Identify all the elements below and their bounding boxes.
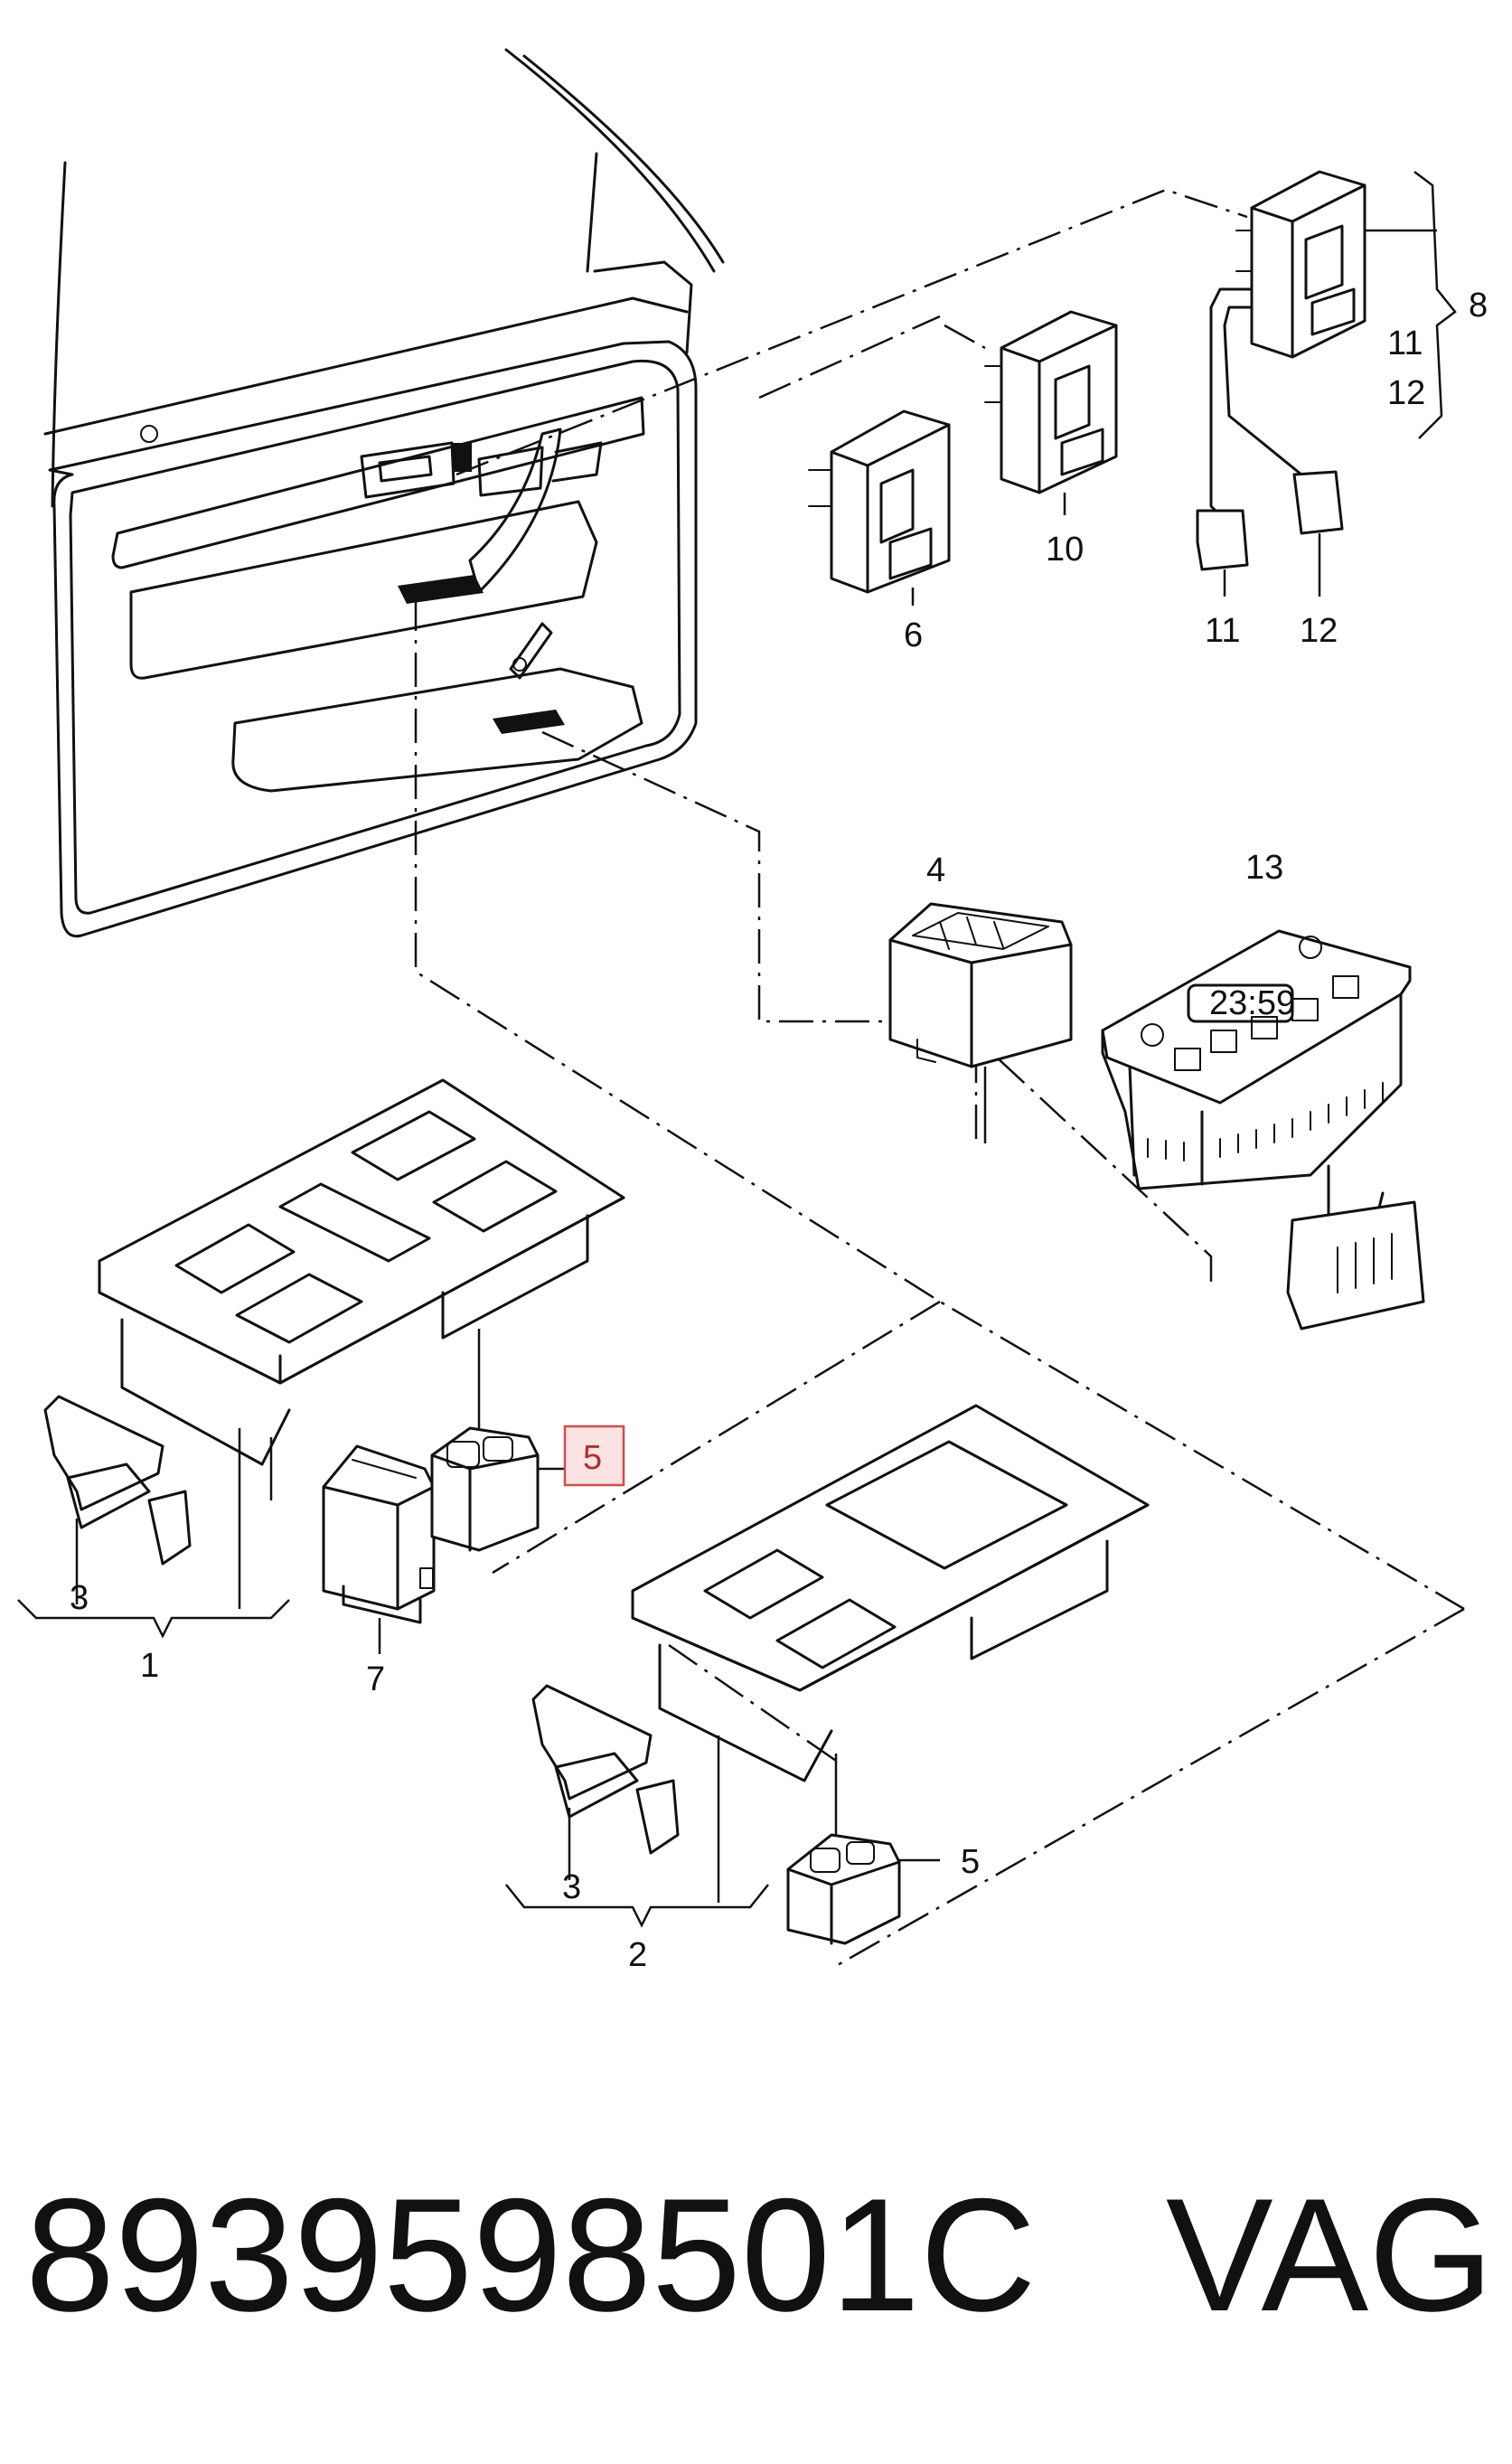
window-switch-5-lower (786, 1833, 940, 1945)
switch-4 (888, 902, 1073, 1143)
callout-5-upper: 5 (583, 1439, 602, 1477)
callout-2: 2 (628, 1936, 647, 1974)
switch-10 (984, 310, 1118, 515)
callout-10: 10 (1046, 531, 1084, 569)
callout-12-side: 12 (1387, 374, 1425, 412)
callout-5-lower: 5 (961, 1843, 980, 1881)
part-footer: 8939598501C VAG (25, 2160, 1494, 2350)
switch-assembly-2 (505, 1404, 1150, 1928)
callout-1: 1 (140, 1647, 159, 1685)
callout-3-lower: 3 (562, 1868, 581, 1906)
clock-module-13: 23:59 (1101, 929, 1425, 1331)
window-switch-5-upper (430, 1426, 565, 1552)
callout-8: 8 (1469, 287, 1488, 324)
switch-assembly-1 (17, 1078, 625, 1639)
callout-5-highlight-box (563, 1425, 625, 1487)
part-number: 8939598501C (25, 2165, 1037, 2345)
callout-11-bottom: 11 (1205, 612, 1240, 650)
callout-6: 6 (904, 616, 923, 654)
callout-13: 13 (1245, 849, 1283, 887)
callout-labels: 1 2 3 3 4 5 5 6 7 8 10 11 12 11 12 13 (70, 287, 1488, 1974)
trim-clip-3-upper (43, 1395, 192, 1604)
callout-7: 7 (366, 1660, 385, 1698)
brand-name: VAG (1166, 2165, 1494, 2345)
door-panel (43, 48, 725, 938)
window-switch-7 (322, 1444, 436, 1654)
callout-4: 4 (926, 851, 945, 889)
trim-clip-3-lower (531, 1684, 680, 1880)
switch-8 (1196, 170, 1457, 597)
callout-12-bottom: 12 (1300, 612, 1338, 650)
callout-3-upper: 3 (70, 1579, 89, 1617)
callout-11-side: 11 (1387, 324, 1423, 362)
switch-6 (808, 409, 951, 606)
